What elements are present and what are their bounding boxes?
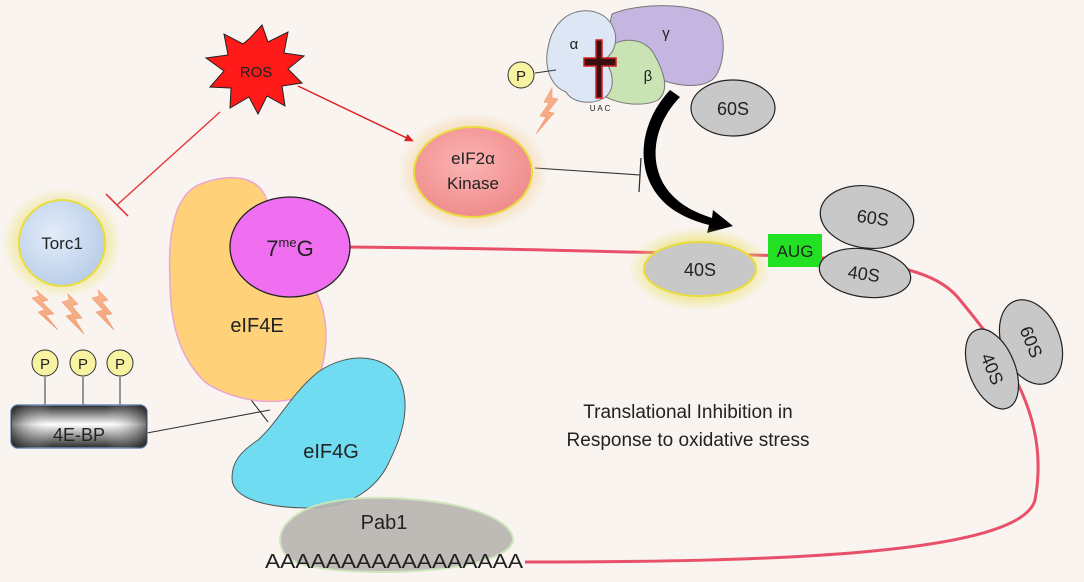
cap-node bbox=[229, 196, 351, 298]
kinase-inhibition-line bbox=[534, 167, 641, 176]
torc1-node bbox=[18, 199, 106, 287]
fourebp-phosphates bbox=[31, 349, 134, 405]
caption-line2: Response to oxidative stress bbox=[567, 430, 810, 451]
anticodon-label: U A C bbox=[590, 104, 611, 113]
ribosome-60s-bound bbox=[819, 185, 915, 249]
cap-label: 7meG bbox=[266, 235, 313, 261]
eif2-phosphate-link bbox=[534, 69, 557, 74]
eif2-to-40s-arrow bbox=[643, 90, 733, 233]
kinase-node bbox=[413, 126, 533, 218]
ribosome-40s-bound bbox=[818, 247, 912, 299]
ribosome-40s-rotated bbox=[964, 328, 1020, 410]
phosphate-icon bbox=[106, 349, 134, 377]
eif4e-label: eIF4E bbox=[230, 315, 283, 337]
kinase-label-line1: eIF2α bbox=[451, 149, 495, 168]
eif2-alpha-label: α bbox=[570, 36, 579, 53]
mrna-strand bbox=[339, 245, 1040, 564]
phosphate-icon bbox=[69, 349, 97, 377]
ribosome-40s-node bbox=[643, 241, 757, 297]
polya-tail: AAAAAAAAAAAAAAAAA bbox=[265, 551, 524, 573]
phosphate-label: P bbox=[78, 356, 88, 373]
kinase-inhibition-bar bbox=[638, 157, 642, 193]
eif2-alpha-subunit bbox=[546, 10, 617, 103]
ribosome-40s-label: 40S bbox=[684, 260, 716, 280]
fourebp-bar bbox=[10, 404, 148, 449]
pab1-protein bbox=[279, 496, 514, 573]
eif2-gamma-label: γ bbox=[662, 25, 670, 42]
ros-label: ROS bbox=[240, 64, 273, 81]
ros-to-kinase-arrow bbox=[297, 85, 414, 142]
phosphate-label: P bbox=[40, 356, 50, 373]
ros-starburst bbox=[204, 24, 306, 116]
phosphate-icon bbox=[31, 349, 59, 377]
ribosome-40s-bound-label: 40S bbox=[847, 262, 882, 286]
ros-to-torc1-inhibition-bar bbox=[105, 193, 129, 217]
torc1-bolt-icons bbox=[31, 289, 115, 335]
ribosome-60s-free-label: 60S bbox=[717, 99, 749, 119]
eif2-bolt-icon bbox=[535, 86, 559, 135]
ribosome-60s-bound-label: 60S bbox=[856, 206, 891, 230]
ros-to-torc1-inhibition-line bbox=[116, 111, 221, 206]
ribosome-60s-free bbox=[690, 79, 776, 137]
aug-label: AUG bbox=[777, 242, 814, 261]
kinase-label-line2: Kinase bbox=[447, 174, 499, 193]
torc1-label: Torc1 bbox=[41, 234, 83, 253]
phosphate-label: P bbox=[516, 68, 526, 85]
eif4g-protein bbox=[231, 357, 406, 509]
eif2-beta-label: β bbox=[644, 68, 653, 85]
phosphate-label: P bbox=[115, 356, 125, 373]
fourebp-connector-line bbox=[146, 409, 271, 434]
eif4g-label: eIF4G bbox=[303, 441, 359, 463]
trna-icon bbox=[583, 39, 617, 99]
phosphate-icon bbox=[507, 61, 535, 89]
pab1-label: Pab1 bbox=[361, 512, 408, 534]
caption-line1: Translational Inhibition in bbox=[583, 402, 792, 423]
aug-codon-box bbox=[768, 234, 822, 267]
fourebp-label: 4E-BP bbox=[53, 425, 105, 445]
